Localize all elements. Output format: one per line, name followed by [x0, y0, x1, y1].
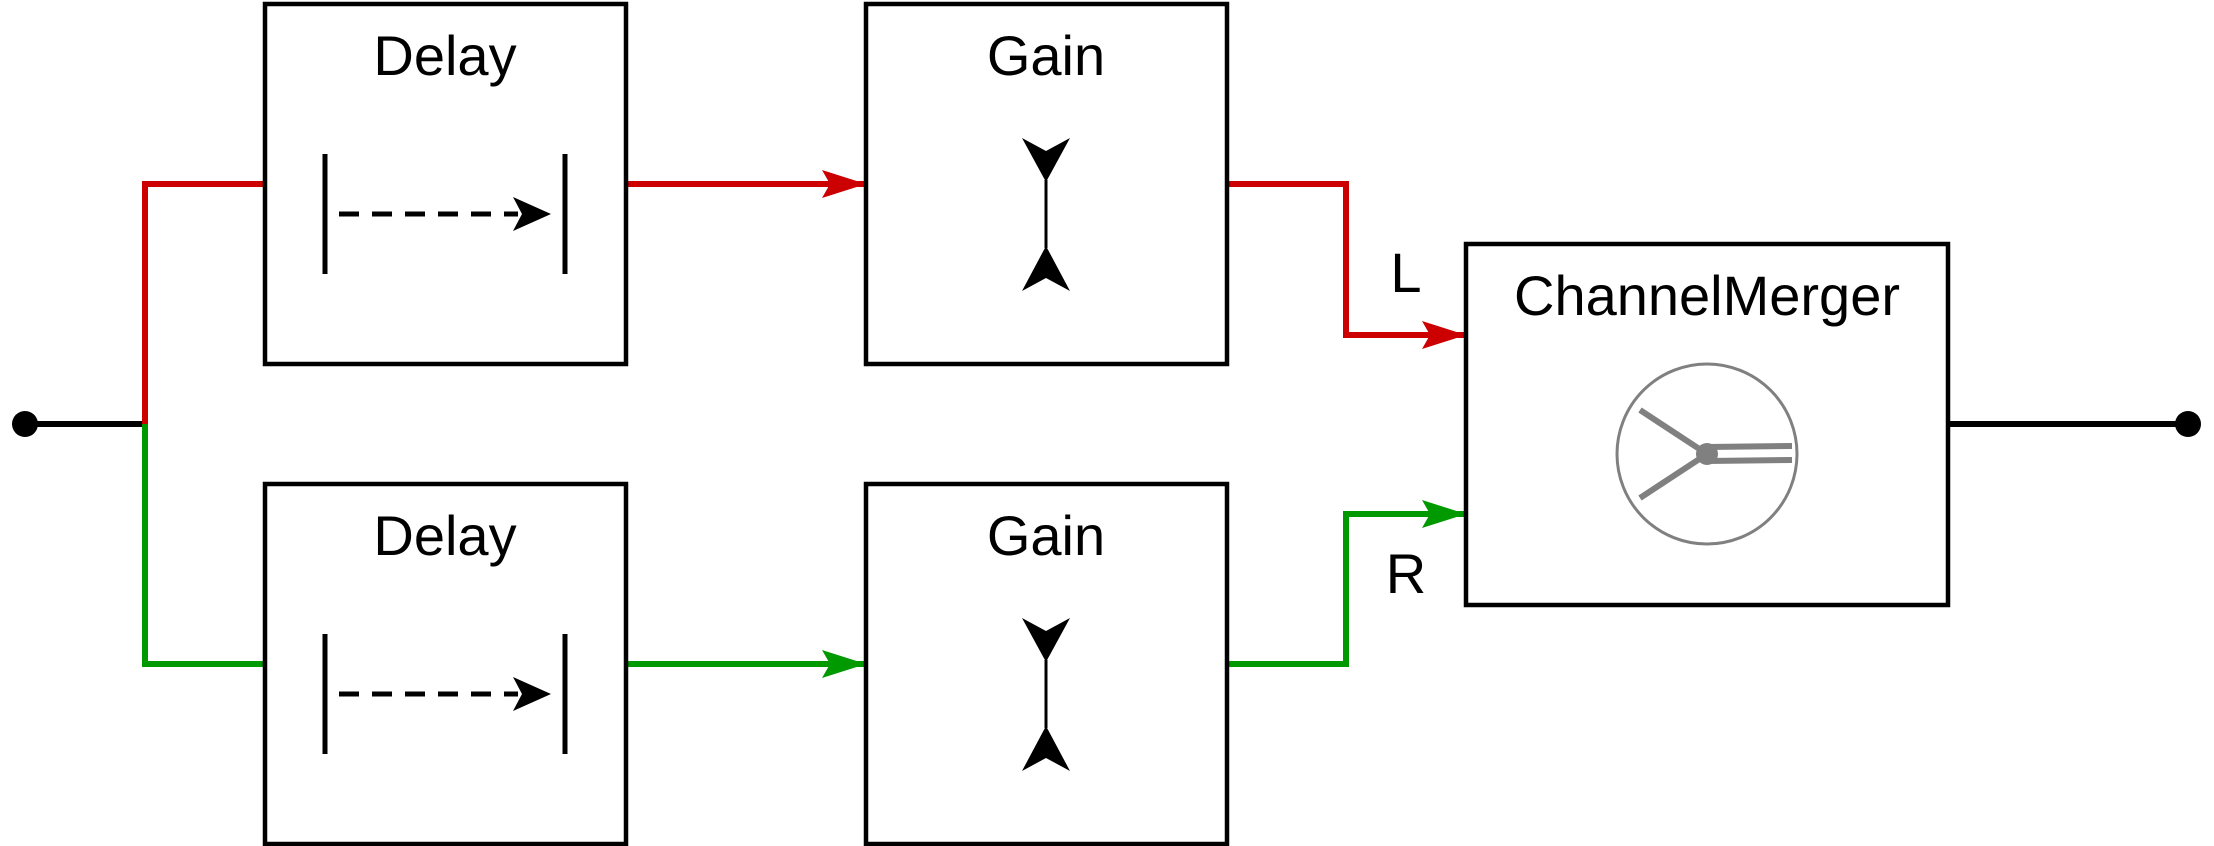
- delay-block-top-label: Delay: [373, 24, 516, 87]
- delay-block-bottom: Delay: [262, 481, 629, 846]
- gain-block-bottom-label: Gain: [987, 504, 1105, 567]
- delay-icon: [322, 634, 568, 754]
- left-split-wire: [142, 181, 265, 424]
- left-channel-path: [142, 170, 1466, 424]
- delay-block-top: Delay: [262, 1, 629, 367]
- channel-merger-block: ChannelMerger: [1463, 241, 1951, 608]
- left-gain-to-merger-wire: [1226, 181, 1466, 349]
- gain-block-top-label: Gain: [987, 24, 1105, 87]
- left-channel-label: L: [1390, 241, 1421, 304]
- right-split-wire: [142, 424, 265, 667]
- input-terminal: [12, 411, 145, 437]
- gain-icon: [1022, 138, 1070, 291]
- delay-block-bottom-label: Delay: [373, 504, 516, 567]
- output-terminal: [1948, 411, 2201, 437]
- gain-block-bottom: Gain: [863, 481, 1230, 846]
- gain-icon: [1022, 618, 1070, 771]
- gain-block-top: Gain: [863, 1, 1230, 367]
- right-gain-to-merger-wire: [1226, 500, 1466, 667]
- channel-merger-label: ChannelMerger: [1514, 264, 1900, 327]
- delay-icon: [322, 154, 568, 274]
- right-channel-path: [142, 424, 1466, 678]
- merger-icon: [1615, 362, 1799, 546]
- right-channel-label: R: [1386, 542, 1426, 605]
